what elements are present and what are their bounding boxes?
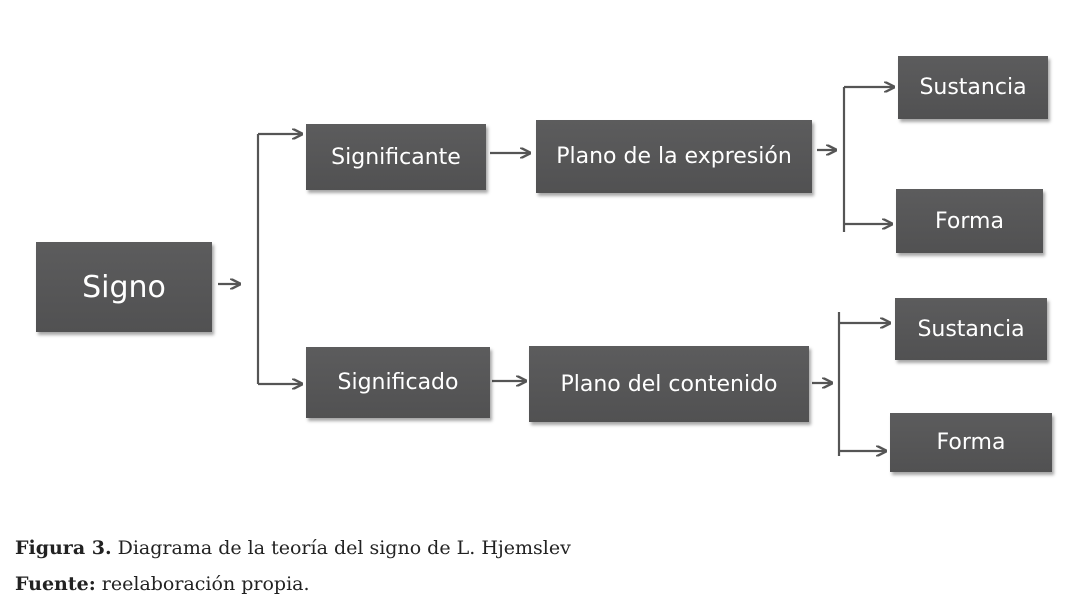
node-signo: Signo (36, 242, 212, 332)
node-sustancia-expresion: Sustancia (898, 56, 1048, 119)
figure-text: Diagrama de la teoría del signo de L. Hj… (117, 537, 571, 559)
source-text: reelaboración propia. (101, 573, 310, 595)
figure-label: Figura 3. (15, 537, 112, 559)
node-plano-expresion: Plano de la expresión (536, 120, 812, 193)
connector-lines (218, 0, 1080, 500)
source-label: Fuente: (15, 573, 96, 595)
node-forma-expresion: Forma (896, 189, 1043, 253)
node-plano-contenido: Plano del contenido (529, 346, 809, 422)
node-significado: Significado (306, 347, 490, 418)
sign-theory-diagram: Signo Significante Significado Plano de … (36, 0, 1080, 500)
source-caption: Fuente: reelaboración propia. (15, 573, 310, 595)
node-forma-contenido: Forma (890, 413, 1052, 472)
node-significante: Significante (306, 124, 486, 190)
node-sustancia-contenido: Sustancia (895, 298, 1047, 360)
figure-caption: Figura 3. Diagrama de la teoría del sign… (15, 537, 571, 559)
